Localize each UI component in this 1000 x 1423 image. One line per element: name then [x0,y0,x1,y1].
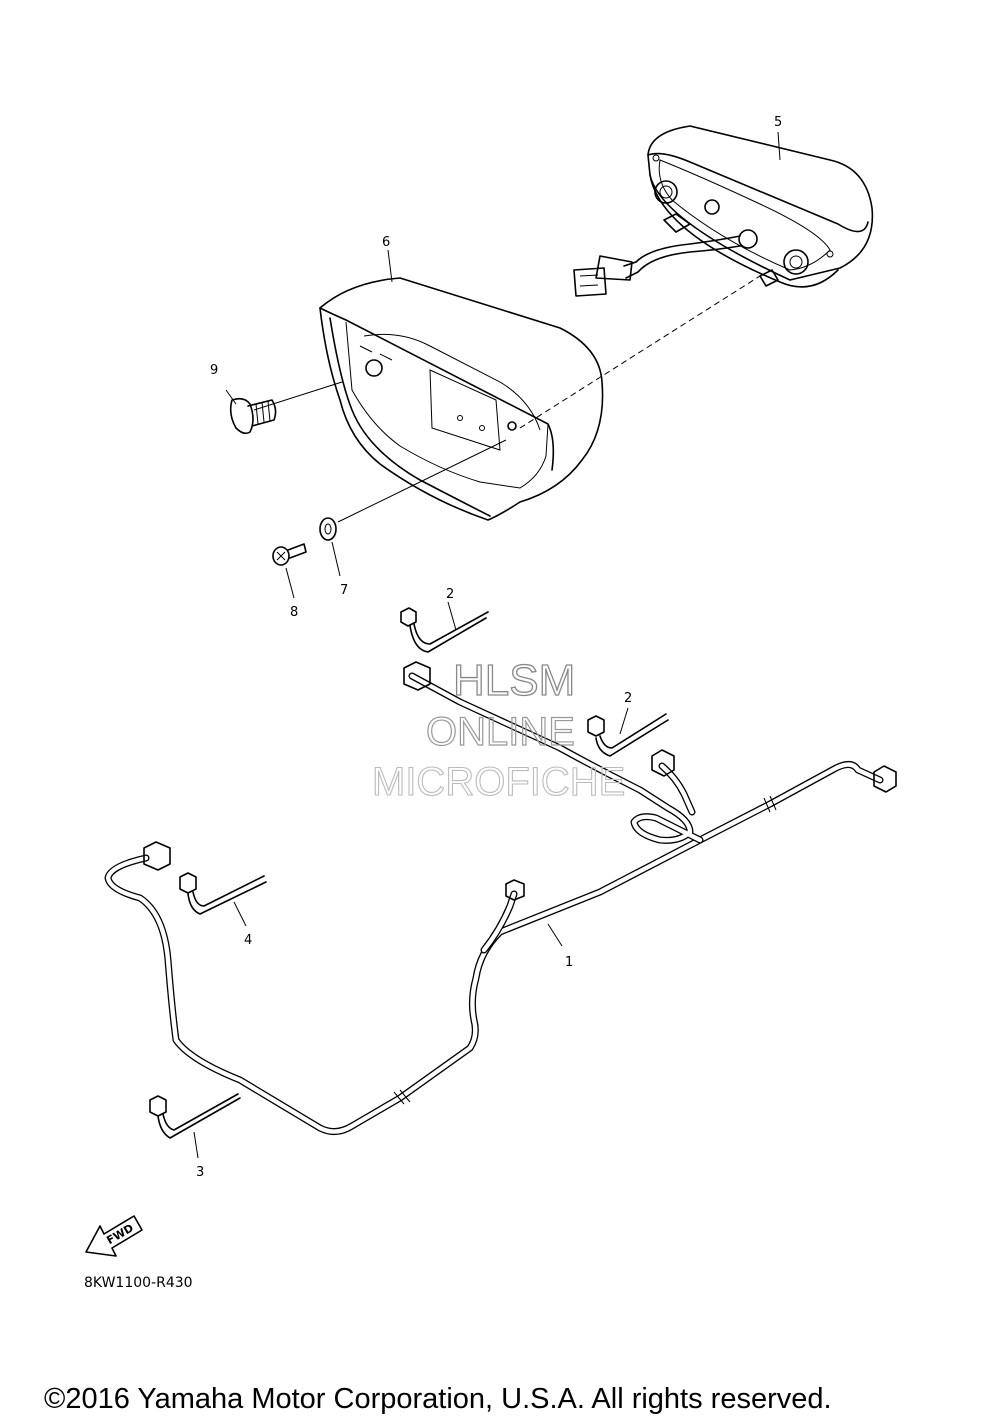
fwd-arrow-icon: FWD [85,1215,143,1257]
leader-line-8 [285,567,295,599]
alignment-line-lower [337,439,507,523]
leader-line-3 [193,1131,199,1159]
copyright-notice: ©2016 Yamaha Motor Corporation, U.S.A. A… [44,1383,832,1415]
callout-3: 3 [196,1165,204,1180]
leader-line-7 [331,541,341,577]
watermark: HLSM ONLINE MICROFICHE [371,655,625,804]
leader-line-6 [387,249,393,283]
wire-harness-part-1[interactable] [104,661,897,1135]
watermark-line-2: ONLINE [426,710,575,754]
callout-4: 4 [244,933,252,948]
callout-7: 7 [340,583,348,598]
tail-light-cover[interactable] [319,277,604,521]
tail-light-unit[interactable] [573,125,874,297]
callout-6: 6 [382,235,390,250]
diagram-reference-code: 8KW1100-R430 [84,1275,193,1291]
leader-line-4 [233,901,247,927]
callout-5: 5 [774,115,782,130]
callout-9: 9 [210,363,218,378]
alignment-line-bolt [253,381,343,411]
leader-line-2b [619,707,629,735]
leader-line-5 [777,131,781,161]
watermark-line-3: MICROFICHE [372,760,625,804]
cable-tie-part-4[interactable] [179,872,267,915]
washer-part-7[interactable] [319,517,337,541]
cable-tie-part-3[interactable] [149,1093,241,1139]
cable-tie-part-2-lower[interactable] [587,713,669,757]
leader-line-2a [447,601,457,631]
callout-2-lower: 2 [624,691,632,706]
bolt-part-9[interactable] [225,389,277,435]
callout-2-upper: 2 [446,587,454,602]
cable-tie-part-2-upper[interactable] [400,607,489,653]
watermark-line-1: HLSM [453,656,575,705]
callout-8: 8 [290,605,298,620]
leader-line-1 [547,923,563,947]
alignment-line [519,275,761,429]
callout-1: 1 [565,955,573,970]
screw-part-8[interactable] [272,543,307,566]
